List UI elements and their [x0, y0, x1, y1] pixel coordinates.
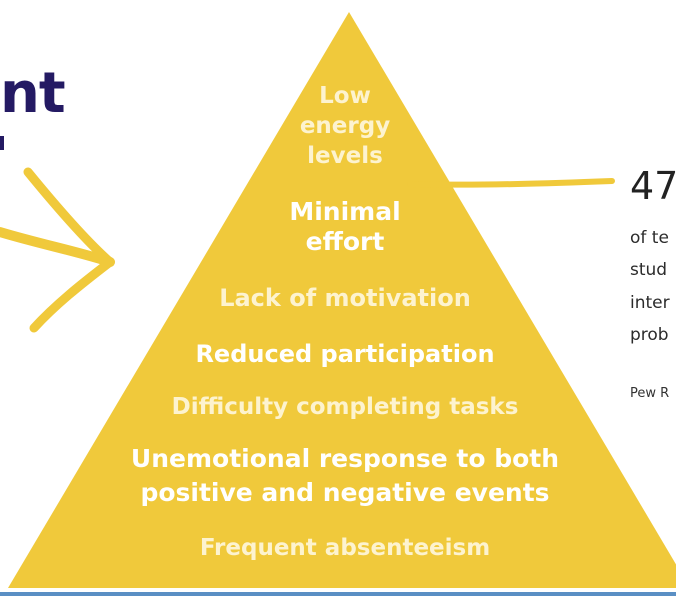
pyramid-level-4: Reduced participation	[195, 340, 495, 368]
stat-description: of te stud inter prob	[630, 228, 670, 345]
heading-fragment: nt	[0, 61, 66, 126]
pyramid-level-7: Frequent absenteeism	[199, 535, 491, 561]
stat-value: 47	[630, 164, 676, 208]
arrow-icon	[0, 167, 115, 333]
stat-source: Pew R	[630, 386, 670, 401]
pyramid-level-5: Difficulty completing tasks	[171, 394, 519, 420]
bottom-divider	[0, 592, 676, 596]
connector-line	[407, 178, 615, 188]
pyramid-level-2: Minimal effort	[289, 197, 401, 256]
pyramid-level-3: Lack of motivation	[219, 284, 471, 312]
pyramid-shape	[8, 12, 676, 588]
pyramid-level-1: Low energy levels	[299, 83, 391, 169]
pyramid-level-6: Unemotional response to both positive an…	[130, 444, 560, 507]
heading-fragment-mark	[0, 136, 4, 150]
